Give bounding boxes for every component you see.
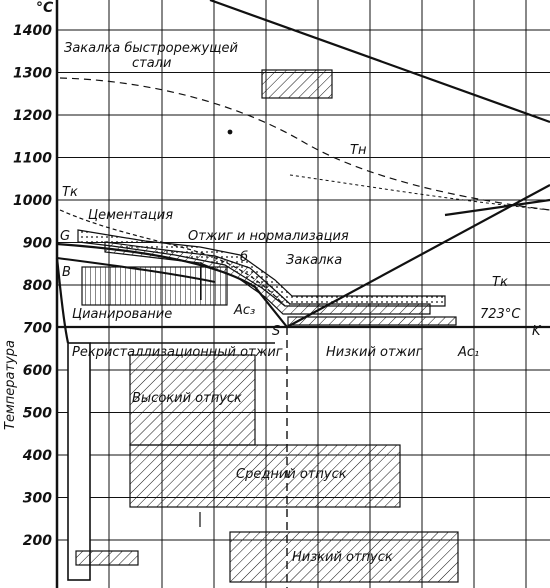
label-s: S xyxy=(272,324,280,339)
region-annealing-normalization xyxy=(104,241,431,315)
y-tick-label: 800 xyxy=(23,278,52,294)
label-annealing-normalization: Отжиг и нормализация xyxy=(188,229,349,244)
region-low-temper xyxy=(229,531,459,583)
label-tk-right: Tк xyxy=(492,275,508,290)
label-ac1: Ac₁ xyxy=(457,345,479,360)
line-upper-steep xyxy=(444,198,550,217)
label-quench-hss-1: Закалка быстрорежущей xyxy=(64,41,238,56)
marker-dot xyxy=(227,129,233,135)
label-b: б xyxy=(240,250,248,265)
y-tick-label: 600 xyxy=(23,363,52,379)
region-quench-hss xyxy=(261,69,333,99)
label-ac3: Ac₃ xyxy=(233,303,255,318)
y-axis-ticks: 1400 1300 1200 1100 1000 900 800 700 600 500 400 30… xyxy=(13,23,52,549)
y-axis-unit: °C xyxy=(36,0,54,16)
region-high-temper xyxy=(129,354,256,446)
label-carburizing: Цементация xyxy=(88,208,173,223)
label-medium-temper: Средний отпуск xyxy=(236,467,347,482)
region-medium-temper xyxy=(129,444,401,508)
region-low-anneal xyxy=(287,316,457,326)
label-quench: Закалка xyxy=(286,253,342,268)
y-tick-label: 1100 xyxy=(13,151,52,167)
y-tick-label: 200 xyxy=(23,533,52,549)
y-tick-label: 1300 xyxy=(13,66,52,82)
label-v: В xyxy=(62,265,71,280)
region-small-low xyxy=(75,550,139,566)
label-cyaniding: Цианирование xyxy=(72,307,172,322)
label-g: G xyxy=(60,229,70,244)
label-recrystallization: Рекристаллизационный отжиг xyxy=(72,345,283,360)
label-high-temper: Высокий отпуск xyxy=(132,391,242,406)
region-recrystallization xyxy=(67,342,91,581)
label-tn: Tн xyxy=(350,143,367,158)
label-quench-hss-2: стали xyxy=(132,56,171,71)
curve-left-low xyxy=(56,257,216,283)
y-tick-label: 400 xyxy=(22,448,52,464)
label-tk-left: Tк xyxy=(62,185,78,200)
label-k: K xyxy=(532,324,542,339)
label-eutectoid: 723°C xyxy=(480,307,521,322)
y-tick-label: 700 xyxy=(23,321,52,337)
y-tick-label: 500 xyxy=(23,406,52,422)
y-tick-label: 300 xyxy=(23,491,52,507)
y-axis-label: Тeмпература xyxy=(3,340,18,430)
y-tick-label: 900 xyxy=(23,236,52,252)
curve-b-left xyxy=(55,257,70,344)
y-tick-label: 1400 xyxy=(13,23,52,39)
region-cyaniding xyxy=(81,266,228,306)
y-tick-label: 1000 xyxy=(13,193,52,209)
grid xyxy=(57,0,550,588)
line-acm xyxy=(286,184,550,328)
curve-tn-dashed xyxy=(59,77,550,211)
y-tick-label: 1200 xyxy=(13,108,52,124)
line-tn-solidus xyxy=(209,0,550,124)
curve-gs-ac3 xyxy=(56,242,288,328)
curve-tk-dashed xyxy=(59,209,286,307)
label-low-temper: Низкий отпуск xyxy=(292,550,393,565)
label-low-anneal: Низкий отжиг xyxy=(326,345,423,360)
